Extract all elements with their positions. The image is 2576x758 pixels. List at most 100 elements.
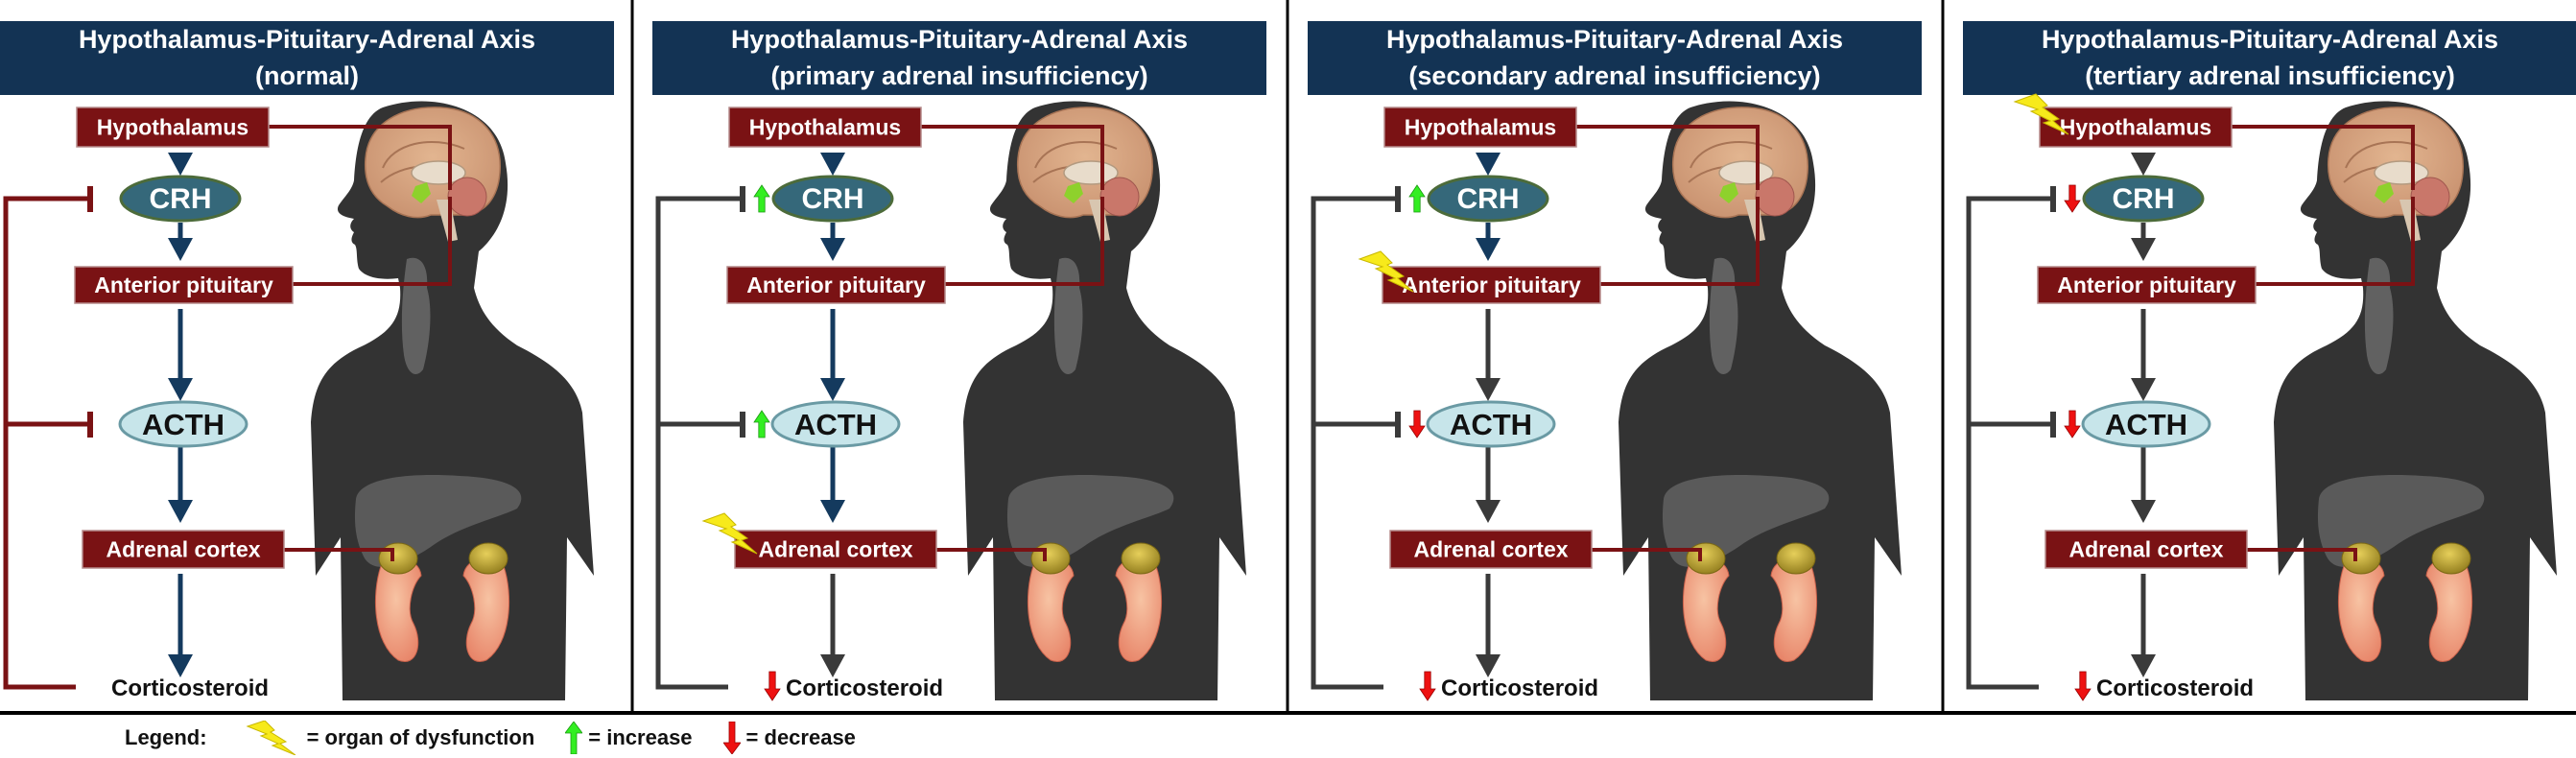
anterior-pituitary: Anterior pituitary — [2037, 266, 2257, 304]
title-line2: (primary adrenal insufficiency) — [770, 61, 1147, 90]
adrenal-gland — [468, 542, 508, 575]
hypothalamus: Hypothalamus — [1383, 107, 1577, 148]
brainstem — [437, 200, 458, 242]
arrow-acth-to-ac — [2131, 447, 2156, 523]
human-silhouette — [2274, 101, 2557, 700]
crh-node: CRH — [771, 175, 894, 223]
hypothalamus-connector — [921, 125, 1104, 190]
adrenal-cortex: Adrenal cortex — [1389, 530, 1593, 569]
negative-feedback — [655, 186, 745, 690]
hypothalamus-box — [2039, 107, 2233, 148]
arrow-head — [168, 500, 193, 523]
corticosteroid-label: Corticosteroid — [786, 675, 943, 701]
arrow-crh-to-ap — [2131, 223, 2156, 261]
crh-label: CRH — [802, 183, 864, 215]
corticosteroid-label: Corticosteroid — [2096, 675, 2254, 701]
title-line2: (secondary adrenal insufficiency) — [1408, 61, 1820, 90]
arrow-head — [820, 500, 845, 523]
acth-node: ACTH — [118, 400, 248, 448]
adrenal-gland — [1121, 542, 1161, 575]
corticosteroid-label: Corticosteroid — [111, 675, 269, 701]
hypothalamus-label: Hypothalamus — [2060, 115, 2211, 140]
adrenal-cortex: Adrenal cortex — [2044, 530, 2248, 569]
arrow-head — [820, 238, 845, 261]
arrow-head — [168, 654, 193, 677]
increase-arrow-icon — [753, 410, 770, 438]
arrow-head — [820, 378, 845, 401]
increase-arrow-icon — [1408, 184, 1426, 213]
adrenal-cortex: Adrenal cortex — [82, 530, 285, 569]
legend-item-dysfunction: = organ of dysfunction — [246, 721, 534, 755]
acth-label: ACTH — [1450, 408, 1532, 441]
legend-item-decrease: = decrease — [722, 722, 856, 754]
pituitary-connector — [945, 197, 1104, 286]
arrow-head — [168, 153, 193, 176]
arrow-ap-to-acth — [1476, 309, 1501, 401]
arrow-head — [2131, 153, 2156, 176]
panel-1: Hypothalamus-Pituitary-Adrenal Axis(norm… — [0, 21, 614, 701]
increase-arrow-icon — [753, 184, 770, 213]
acth-ellipse — [118, 400, 248, 448]
brainstem — [1089, 200, 1110, 242]
thyroid — [401, 257, 431, 374]
hypothalamus-box — [728, 107, 922, 148]
brainstem — [1744, 200, 1765, 242]
pituitary-gland — [1719, 182, 1738, 203]
adrenal-gland — [378, 542, 418, 575]
adrenal-cortex-label: Adrenal cortex — [1413, 537, 1568, 562]
anterior-pituitary-label: Anterior pituitary — [1402, 272, 1581, 297]
acth-node: ACTH — [2081, 400, 2211, 448]
title-banner — [1308, 21, 1922, 95]
arrow-head — [2131, 654, 2156, 677]
brainstem — [2399, 200, 2421, 242]
acth-node: ACTH — [770, 400, 901, 448]
title-line2: (normal) — [255, 61, 359, 90]
hypothalamus-box — [1383, 107, 1577, 148]
lightning-bolt-icon — [1358, 250, 1414, 293]
crh-node: CRH — [119, 175, 242, 223]
pituitary-gland — [1064, 182, 1083, 203]
pituitary-gland — [2375, 182, 2394, 203]
cerebellum — [1755, 177, 1795, 217]
pituitary-gland — [412, 182, 431, 203]
decrease-arrow-icon — [722, 722, 741, 754]
feedback-line — [3, 196, 90, 690]
anterior-pituitary: Anterior pituitary — [1382, 266, 1601, 304]
arrow-hyp-to-crh — [1476, 153, 1501, 176]
adrenal-gland — [2431, 542, 2471, 575]
anterior-pituitary: Anterior pituitary — [726, 266, 946, 304]
acth-ellipse — [770, 400, 901, 448]
lightning-bolt-icon — [2013, 93, 2069, 135]
arrow-crh-to-ap — [820, 223, 845, 261]
thyroid — [1053, 257, 1083, 374]
arrow-head — [168, 238, 193, 261]
decrease-arrow-icon — [1419, 671, 1436, 701]
pituitary-connector — [2256, 197, 2415, 286]
title-banner — [652, 21, 1266, 95]
adrenal-cortex: Adrenal cortex — [734, 530, 937, 569]
decrease-arrow-icon — [1408, 410, 1426, 438]
adrenal-connector — [2247, 548, 2357, 561]
human-silhouette — [1619, 101, 1902, 700]
arrow-hyp-to-crh — [2131, 153, 2156, 176]
arrow-ap-to-acth — [168, 309, 193, 401]
acth-label: ACTH — [142, 408, 225, 441]
arrow-head — [1476, 378, 1501, 401]
hypothalamus-connector — [269, 125, 452, 190]
legend: Legend: = organ of dysfunction = increas… — [0, 714, 2576, 758]
adrenal-cortex-label: Adrenal cortex — [758, 537, 912, 562]
acth-ellipse — [1426, 400, 1556, 448]
adrenal-cortex-box — [734, 530, 937, 569]
arrow-ac-to-cort — [1476, 574, 1501, 677]
feedback-line — [1311, 196, 1398, 690]
arrow-ac-to-cort — [820, 574, 845, 677]
anterior-pituitary-label: Anterior pituitary — [94, 272, 273, 297]
hypothalamus-connector — [1576, 125, 1760, 190]
legend-label: Legend: — [125, 725, 207, 749]
anterior-pituitary: Anterior pituitary — [74, 266, 294, 304]
arrow-head — [820, 654, 845, 677]
arrow-acth-to-ac — [820, 447, 845, 523]
arrow-head — [2131, 378, 2156, 401]
title-line1: Hypothalamus-Pituitary-Adrenal Axis — [731, 25, 1188, 54]
